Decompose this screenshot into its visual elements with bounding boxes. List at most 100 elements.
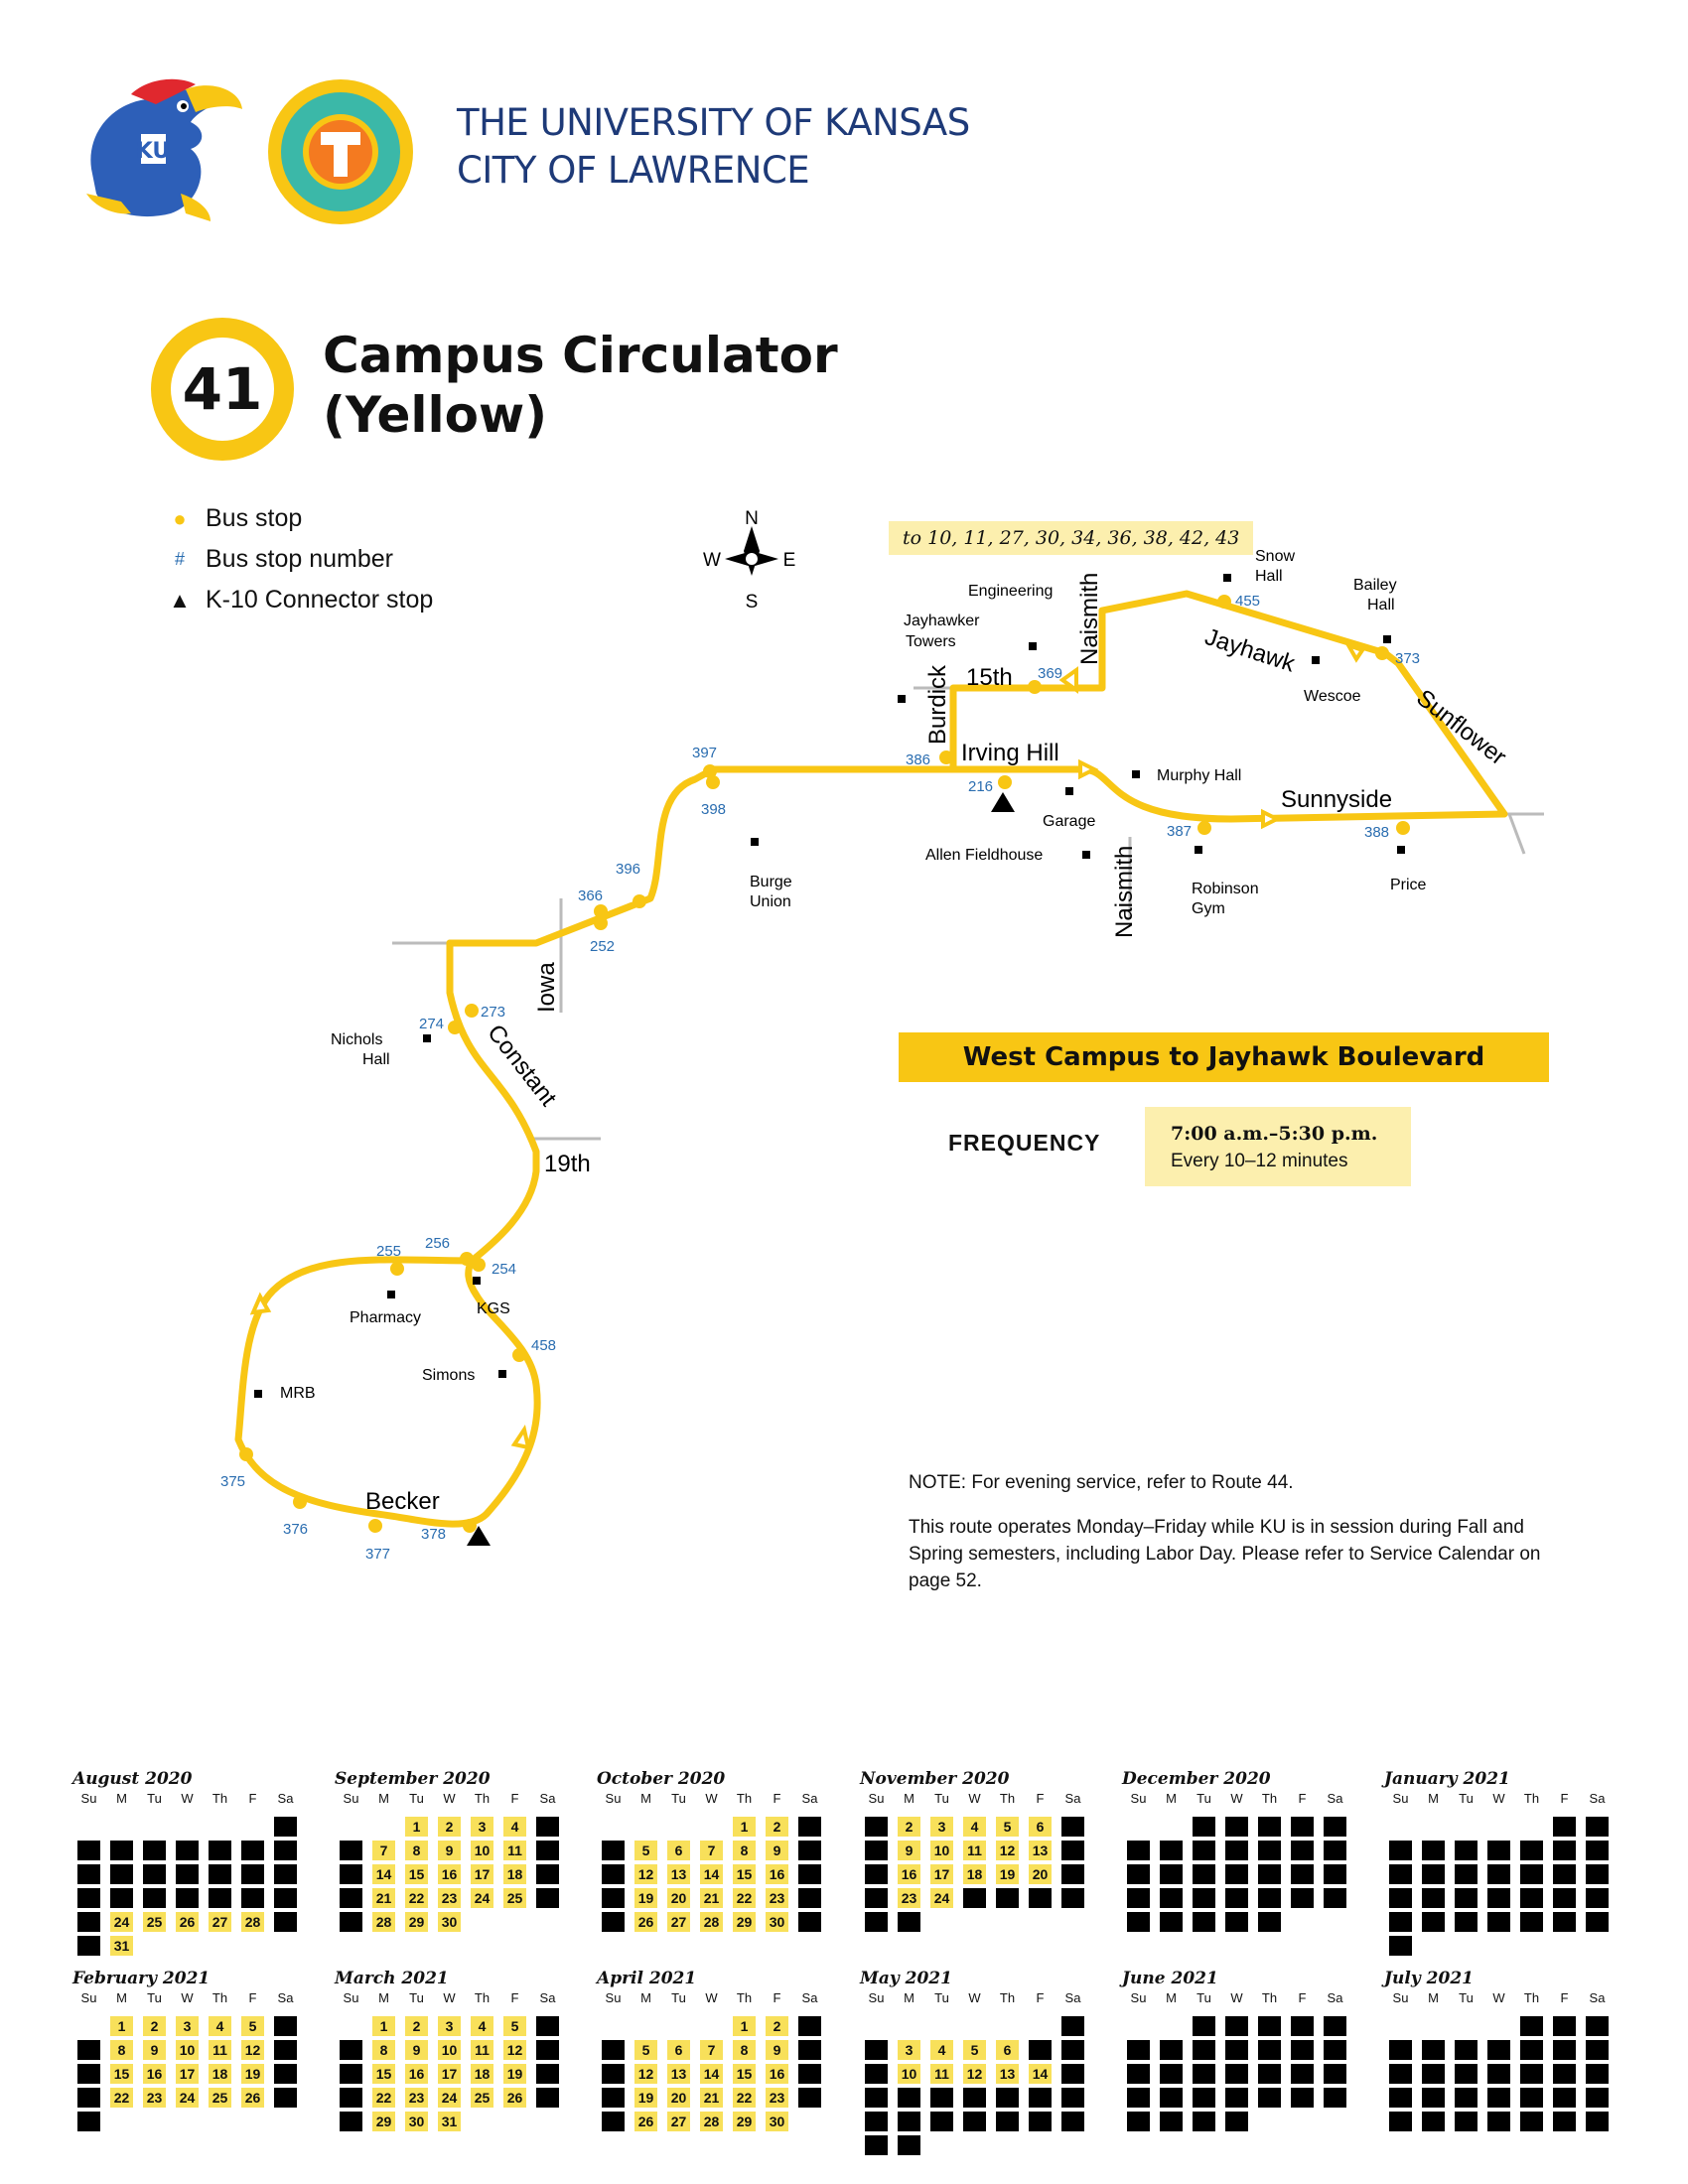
calendar-service-day: 17 <box>176 2064 199 2084</box>
calendar-day-header: Sa <box>539 1990 556 2005</box>
calendar-day-header: Su <box>343 1791 359 1806</box>
compass-n: N <box>745 508 759 529</box>
calendar-no-service-day <box>1324 2040 1346 2060</box>
calendar-no-service-day <box>1553 2064 1576 2084</box>
calendar-service-day: 30 <box>438 1912 461 1932</box>
calendar-service-day: 5 <box>503 2016 526 2036</box>
calendar-service-day: 2 <box>438 1817 461 1837</box>
calendar-no-service-day <box>77 1936 100 1956</box>
triangle-icon: ▲ <box>169 587 191 613</box>
calendar-service-day: 7 <box>372 1841 395 1860</box>
calendar-day-header: Th <box>1261 1791 1278 1806</box>
calendar-no-service-day <box>1455 1888 1477 1908</box>
calendar-no-service-day <box>1061 2040 1084 2060</box>
calendar-blank <box>110 1817 133 1837</box>
calendar-no-service-day <box>1127 1888 1150 1908</box>
calendar-service-day: 24 <box>471 1888 493 1908</box>
calendar-no-service-day <box>1291 1817 1314 1837</box>
landmark-snow-1: Snow <box>1255 548 1295 565</box>
calendar-service-day: 30 <box>766 1912 788 1932</box>
landmark-burge-2: Union <box>750 893 791 910</box>
stop-216: 216 <box>968 778 993 795</box>
calendar-service-day: 6 <box>1029 1817 1052 1837</box>
calendar-service-day: 19 <box>241 2064 264 2084</box>
calendar-service-day: 13 <box>1029 1841 1052 1860</box>
calendar-day-header: F <box>510 1990 519 2005</box>
calendar-service-day: 5 <box>996 1817 1019 1837</box>
route-segment-banner: West Campus to Jayhawk Boulevard <box>899 1032 1549 1082</box>
calendar-service-day: 19 <box>996 1864 1019 1884</box>
calendar-no-service-day <box>1586 2112 1609 2131</box>
calendar-no-service-day <box>1455 2112 1477 2131</box>
service-notes: NOTE: For evening service, refer to Rout… <box>909 1469 1544 1612</box>
calendar-day-header: M <box>904 1990 914 2005</box>
calendar-service-day: 23 <box>438 1888 461 1908</box>
calendar-service-day: 28 <box>700 1912 723 1932</box>
calendar-no-service-day <box>176 1864 199 1884</box>
calendar-no-service-day <box>1389 1864 1412 1884</box>
calendar-service-day: 15 <box>372 2064 395 2084</box>
landmark-snow-2: Hall <box>1255 568 1283 585</box>
calendar-day-header: F <box>1036 1791 1045 1806</box>
calendar-no-service-day <box>110 1888 133 1908</box>
calendar-service-day: 10 <box>898 2064 920 2084</box>
calendar-service-day: 11 <box>930 2064 953 2084</box>
calendar-service-day: 4 <box>471 2016 493 2036</box>
calendar-no-service-day <box>77 2088 100 2108</box>
calendar-no-service-day <box>1160 1841 1183 1860</box>
landmark-jayhawker-1: Jayhawker <box>904 613 980 629</box>
calendar-service-day: 4 <box>963 1817 986 1837</box>
calendar-no-service-day <box>1553 2040 1576 2060</box>
calendar-no-service-day <box>1127 1841 1150 1860</box>
calendar-day-header: Sa <box>1064 1791 1081 1806</box>
calendar-no-service-day <box>1586 1841 1609 1860</box>
stop-256: 256 <box>425 1235 450 1252</box>
compass-s: S <box>746 592 759 613</box>
calendar-day-header: M <box>1428 1791 1439 1806</box>
calendar-no-service-day <box>77 1841 100 1860</box>
calendar-day-header: W <box>443 1990 456 2005</box>
frequency-interval: Every 10–12 minutes <box>1171 1151 1348 1171</box>
calendar-blank <box>865 2016 888 2036</box>
calendar-no-service-day <box>1520 2064 1543 2084</box>
calendar-service-day: 21 <box>700 1888 723 1908</box>
calendar-service-day: 6 <box>667 1841 690 1860</box>
calendar-service-day: 1 <box>733 1817 756 1837</box>
calendar-service-day: 30 <box>405 2112 428 2131</box>
calendar-day-header: W <box>181 1990 194 2005</box>
calendar-day-header: F <box>1560 1990 1569 2005</box>
calendar-no-service-day <box>536 1817 559 1837</box>
calendar-no-service-day <box>1487 2112 1510 2131</box>
calendar-no-service-day <box>798 1841 821 1860</box>
calendar-service-day: 31 <box>110 1936 133 1956</box>
calendar-no-service-day <box>77 2040 100 2060</box>
calendar-day-header: Su <box>605 1990 622 2005</box>
street-iowa: Iowa <box>533 962 560 1013</box>
calendar-no-service-day <box>1389 2064 1412 2084</box>
calendar-service-day: 12 <box>634 2064 657 2084</box>
stop-numbers: 455 373 369 386 216 387 388 397 398 396 … <box>220 593 1420 1563</box>
calendar-day-header: Th <box>1523 1791 1540 1806</box>
calendar-no-service-day <box>1225 2088 1248 2108</box>
stop-458: 458 <box>531 1337 556 1354</box>
calendar-service-day: 20 <box>1029 1864 1052 1884</box>
calendar-service-day: 26 <box>241 2088 264 2108</box>
calendar-service-day: 15 <box>405 1864 428 1884</box>
calendar-service-day: 16 <box>898 1864 920 1884</box>
calendar-day-header: Su <box>1130 1791 1147 1806</box>
calendar-no-service-day <box>77 1912 100 1932</box>
calendar-day-header: Th <box>1261 1990 1278 2005</box>
calendar-blank <box>1160 2016 1183 2036</box>
calendar-service-day: 5 <box>634 1841 657 1860</box>
calendar-day-header: Th <box>999 1990 1016 2005</box>
stop-375: 375 <box>220 1473 245 1490</box>
calendar-blank <box>372 1817 395 1837</box>
calendar-service-day: 22 <box>372 2088 395 2108</box>
calendar-service-day: 28 <box>700 2112 723 2131</box>
calendar-no-service-day <box>274 1841 297 1860</box>
calendar-no-service-day <box>1389 1912 1412 1932</box>
